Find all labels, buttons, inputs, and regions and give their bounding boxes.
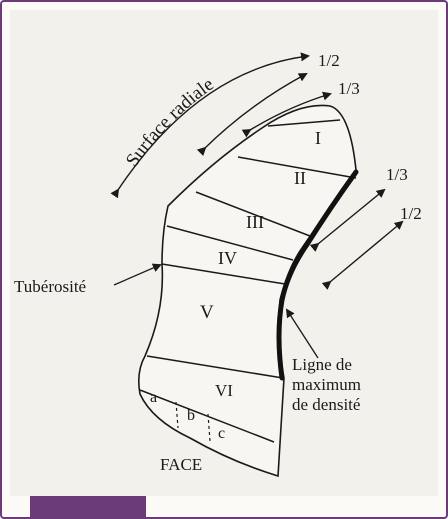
zone-label-c: c [218,425,225,442]
zone-label-a: a [150,389,157,406]
tuberosite-label: Tubérosité [14,277,86,296]
density-pointer [287,310,318,358]
zone-label-iv: IV [218,248,237,268]
density-label-line2: maximum [292,375,361,394]
face-label: FACE [160,455,202,474]
surface-radiale-text: Surface radiale [122,74,218,171]
zone-label-b: b [187,407,195,424]
fraction-arrow-half-right [330,222,402,282]
surface-radiale-label: Surface radiale [122,74,218,171]
density-label-line1: Ligne de [292,355,352,374]
tuberosite-pointer [114,265,160,285]
bone-outline [139,105,356,476]
zone-label-iii: III [246,212,264,232]
zone-label-i: I [315,128,321,148]
density-label-line3: de densité [292,395,360,414]
zone-label-v: V [200,302,214,323]
fraction-right-third: 1/3 [386,165,408,184]
zone-label-vi: VI [215,381,233,400]
fraction-right-half: 1/2 [400,204,422,223]
fraction-top-third: 1/3 [338,79,360,98]
zone-label-ii: II [294,168,306,188]
fraction-top-half: 1/2 [318,51,340,70]
